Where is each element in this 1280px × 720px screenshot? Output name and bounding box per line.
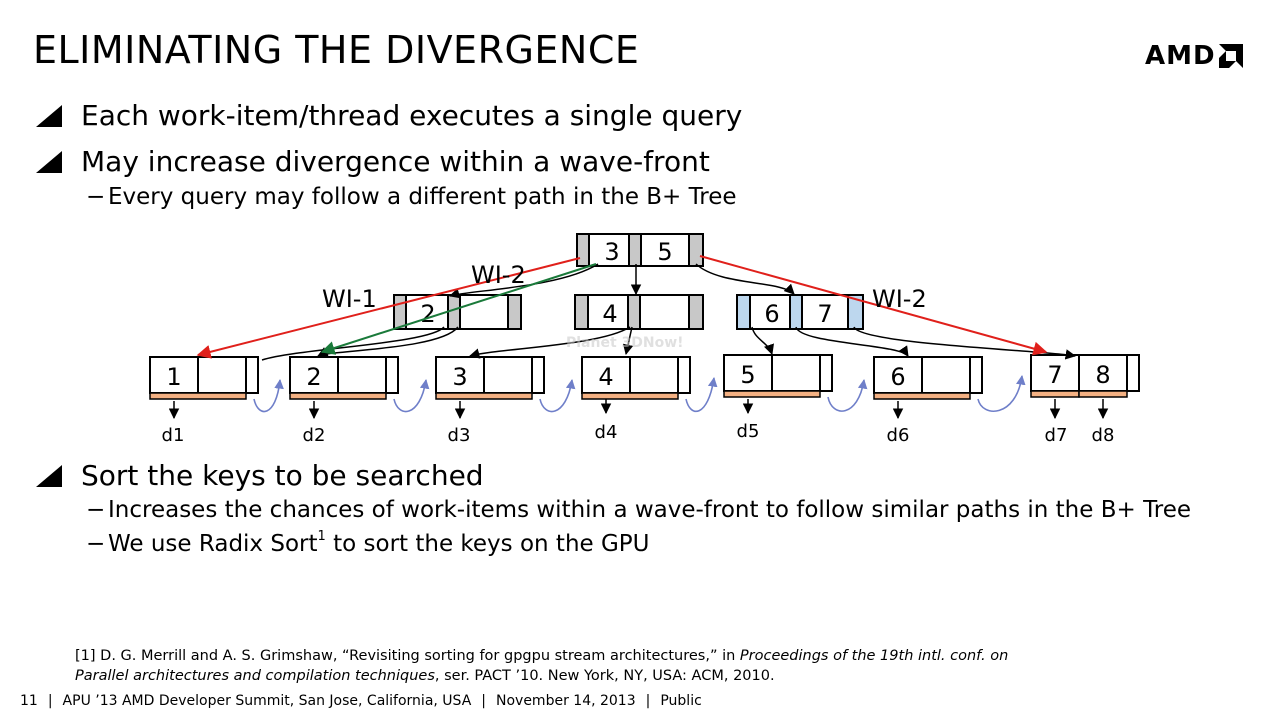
sub-bullet: −We use Radix Sort1 to sort the keys on … <box>86 529 650 557</box>
amd-logo: AMD <box>1145 43 1243 69</box>
leaf-node-3: 3 <box>435 356 545 400</box>
wi-label-3: WI-2 <box>872 285 927 313</box>
data-labels: d1 d2 d3 d4 d5 d6 d7 d8 <box>162 421 1115 446</box>
mid-node-2: 4 <box>574 294 704 330</box>
leaf-key: 6 <box>890 363 905 391</box>
leaf-key: 3 <box>452 363 467 391</box>
bullet-text: May increase divergence within a wave-fr… <box>81 145 710 178</box>
reference-citation: [1] D. G. Merrill and A. S. Grimshaw, “R… <box>75 648 1009 684</box>
data-label: d2 <box>303 425 326 446</box>
leaf-key: 7 <box>1047 361 1062 389</box>
bullet-text: Each work-item/thread executes a single … <box>81 99 743 132</box>
page-title: ELIMINATING THE DIVERGENCE <box>33 28 640 72</box>
mid-key: 2 <box>420 300 435 328</box>
bullet-text: Sort the keys to be searched <box>81 459 484 492</box>
leaf-key: 4 <box>598 363 613 391</box>
wi2-path <box>320 263 597 355</box>
wi1-path <box>196 255 1048 359</box>
data-label: d3 <box>448 425 471 446</box>
bullet-1: Each work-item/thread executes a single … <box>36 99 742 132</box>
logo-text: AMD <box>1145 41 1216 71</box>
data-label: d1 <box>162 425 185 446</box>
data-label: d8 <box>1092 425 1115 446</box>
leaf-key: 1 <box>166 363 181 391</box>
footnote-marker: 1 <box>317 529 326 544</box>
data-pointers <box>168 399 1109 420</box>
sub-bullet: −Increases the chances of work-items wit… <box>86 497 1191 523</box>
mid-node-3: 6 7 <box>736 294 864 330</box>
triangle-bullet-icon <box>36 464 62 487</box>
bullet-3: Sort the keys to be searched <box>36 459 484 492</box>
triangle-bullet-icon <box>36 150 62 173</box>
bplus-tree-diagram: 3 5 2 4 6 7 1 <box>149 233 1140 446</box>
page-number: 11 <box>20 693 38 709</box>
leaf-node-7: 7 8 <box>1030 354 1140 398</box>
wi-label-1: WI-1 <box>322 285 377 313</box>
leaf-sibling-links <box>253 375 1026 413</box>
leaf-key: 8 <box>1095 361 1110 389</box>
slide-footer: 11|APU ’13 AMD Developer Summit, San Jos… <box>20 693 702 709</box>
leaf-node-1: 1 <box>149 356 259 400</box>
mid-key: 7 <box>817 300 832 328</box>
data-label: d6 <box>887 425 910 446</box>
classification-label: Public <box>660 693 702 709</box>
data-label: d7 <box>1045 425 1068 446</box>
leaf-node-5: 5 <box>723 354 833 398</box>
data-label: d5 <box>737 421 760 442</box>
event-date: November 14, 2013 <box>496 693 636 709</box>
amd-arrow-icon <box>1218 44 1243 68</box>
triangle-bullet-icon <box>36 104 62 127</box>
wi-label-2: WI-2 <box>471 261 526 289</box>
leaf-node-6: 6 <box>873 356 983 400</box>
leaf-key: 2 <box>306 363 321 391</box>
watermark: Planet 3DNow! <box>566 335 684 351</box>
mid-key: 6 <box>764 300 779 328</box>
root-node: 3 5 <box>576 233 704 267</box>
leaf-node-2: 2 <box>289 356 399 400</box>
mid-key: 4 <box>602 300 617 328</box>
data-label: d4 <box>595 422 618 443</box>
root-key-1: 3 <box>604 238 619 266</box>
root-key-2: 5 <box>657 238 672 266</box>
leaf-key: 5 <box>740 361 755 389</box>
leaf-node-4: 4 <box>581 356 691 400</box>
event-name: APU ’13 AMD Developer Summit, San Jose, … <box>62 693 472 709</box>
sub-bullet: −Every query may follow a different path… <box>86 184 737 210</box>
bullet-2: May increase divergence within a wave-fr… <box>36 145 710 178</box>
